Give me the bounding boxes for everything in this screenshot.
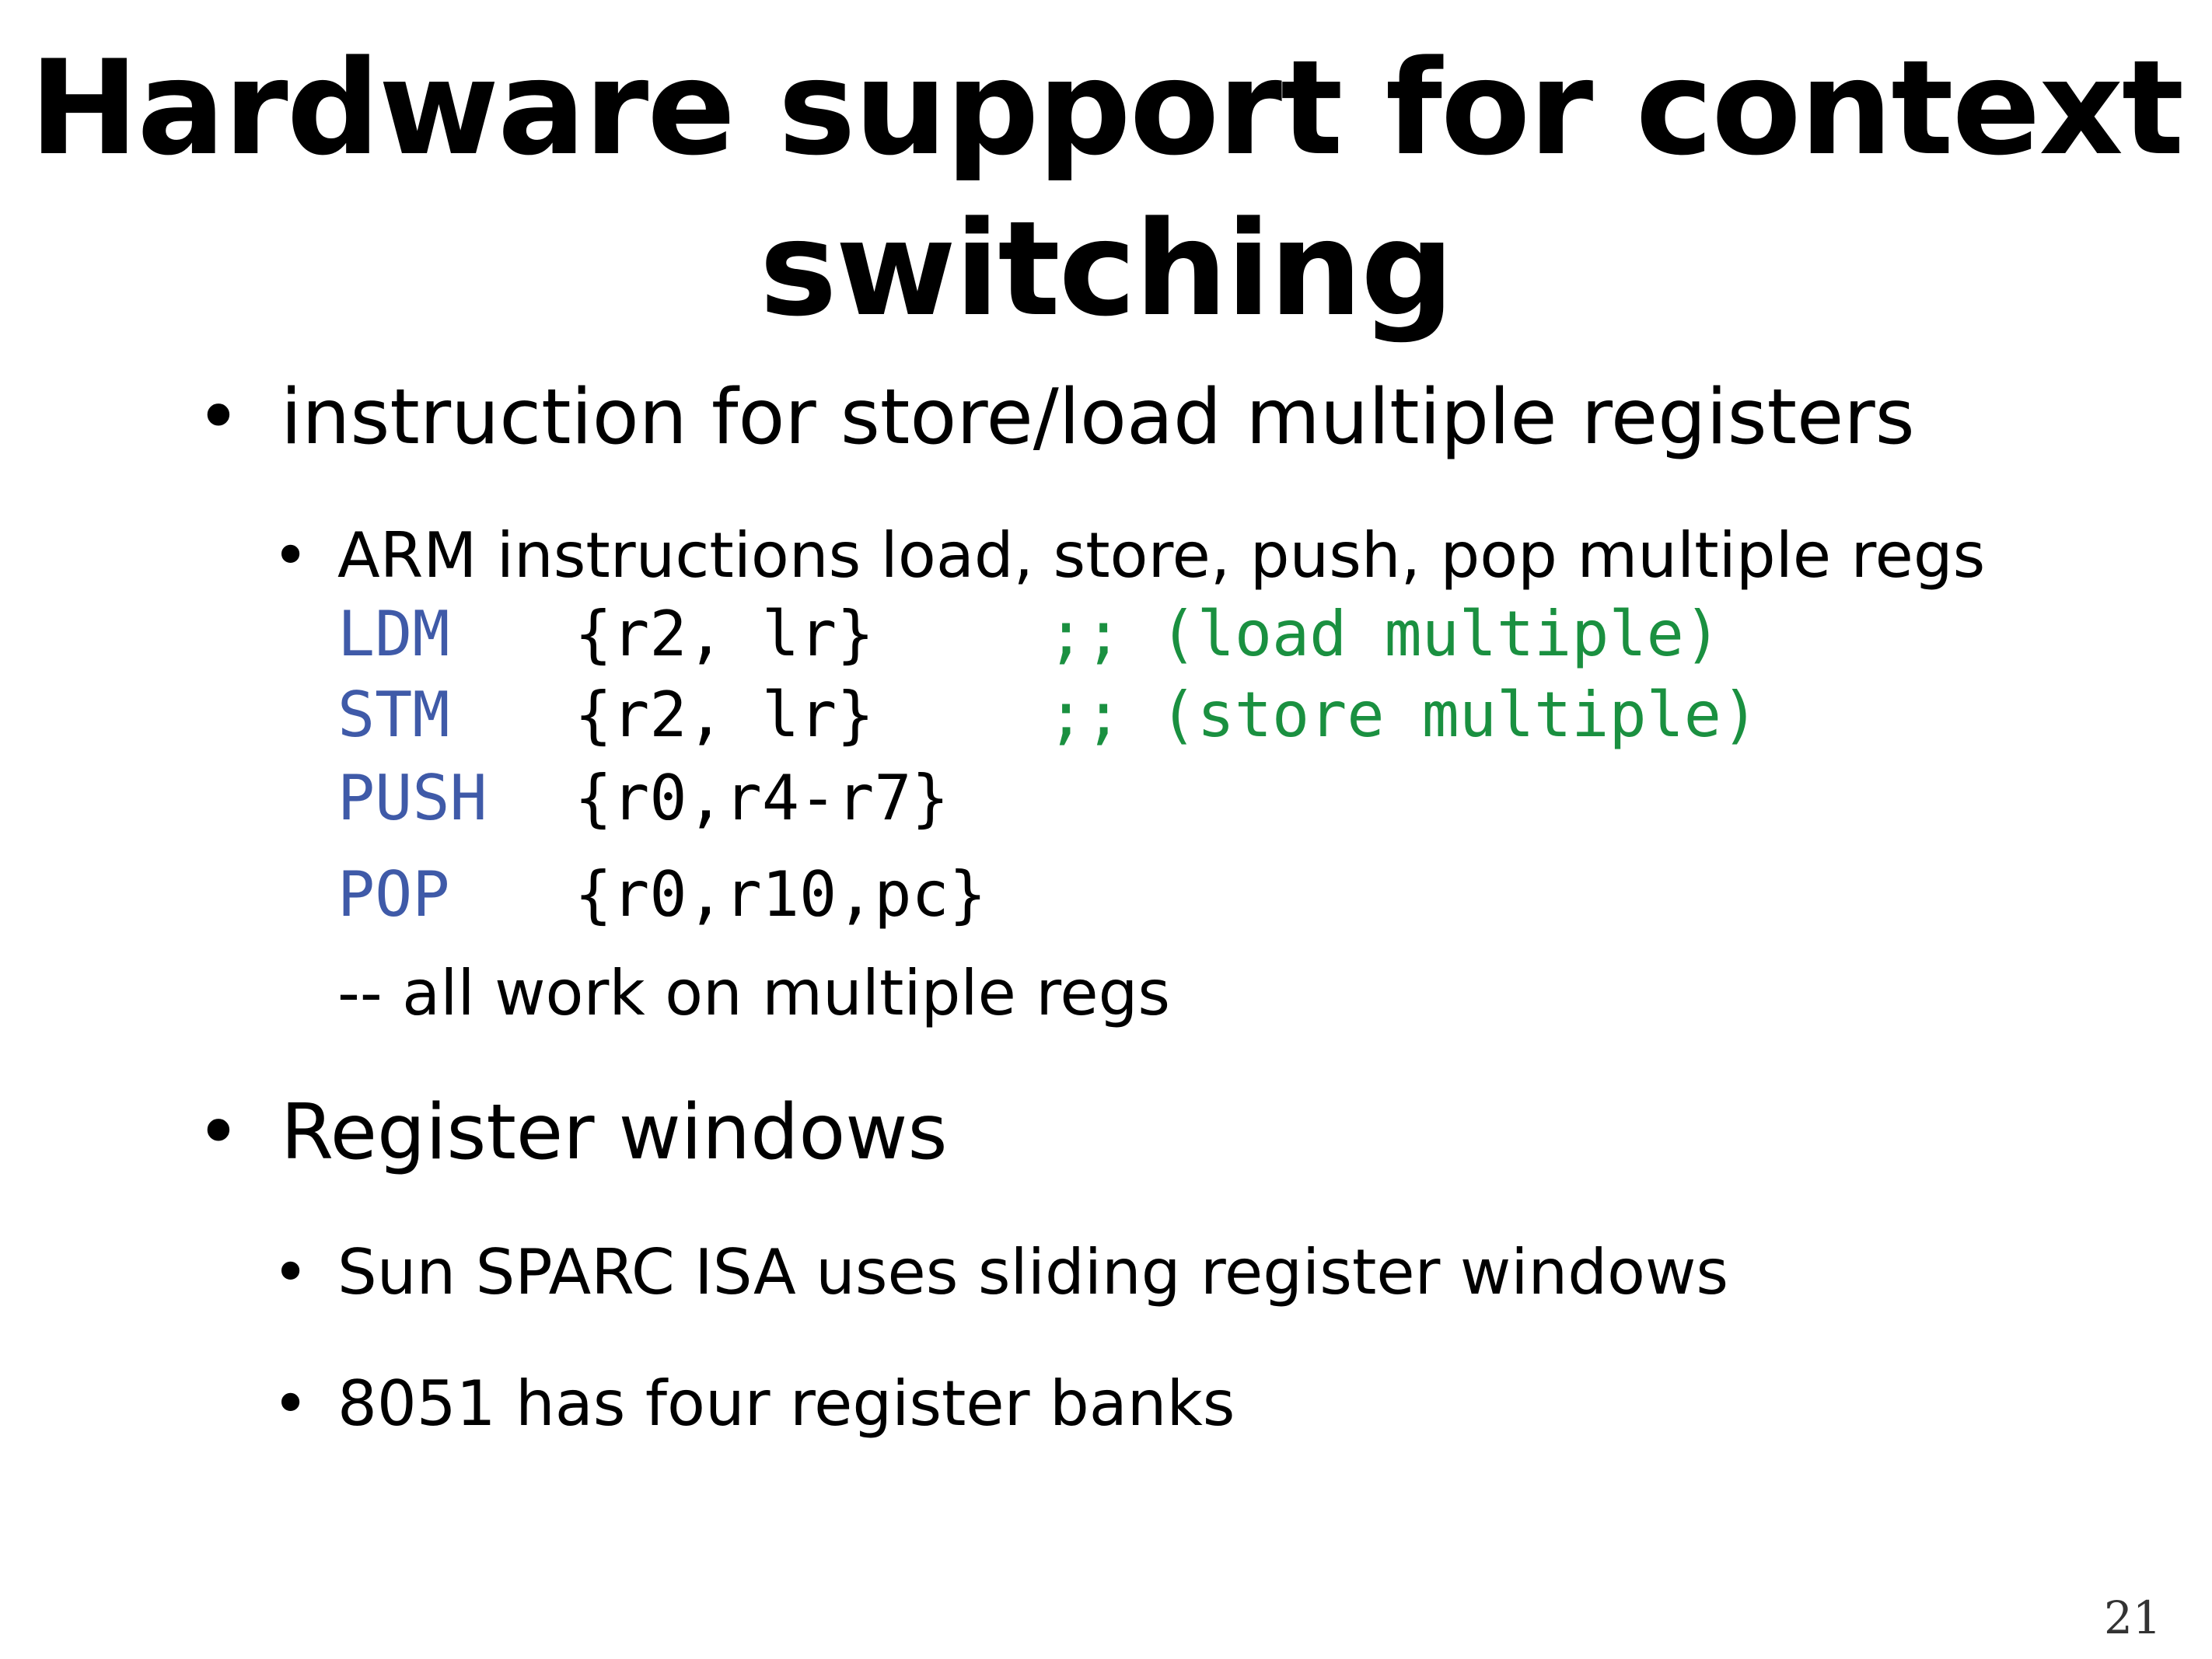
code-comment: ;; (store multiple) bbox=[1047, 679, 1759, 751]
code-op: PUSH bbox=[337, 762, 487, 834]
code-op: POP bbox=[337, 858, 450, 931]
code-note: -- all work on multiple regs bbox=[337, 957, 1171, 1029]
slide-title-line-2: switching bbox=[759, 193, 1455, 345]
bullet-icon: • bbox=[272, 1236, 309, 1308]
code-comment: ;; (load multiple) bbox=[1047, 598, 1721, 670]
code-args: {r2, lr} bbox=[575, 598, 875, 670]
bullet-icon: • bbox=[272, 1367, 309, 1440]
code-args: {r0,r10,pc} bbox=[575, 858, 987, 931]
code-op: LDM bbox=[337, 598, 450, 670]
sub-bullet-8051: 8051 has four register banks bbox=[337, 1367, 1235, 1440]
bullet-icon: • bbox=[196, 1088, 241, 1177]
bullet-register-windows: Register windows bbox=[281, 1088, 948, 1177]
page-number: 21 bbox=[2104, 1591, 2161, 1644]
bullet-icon: • bbox=[272, 519, 309, 592]
code-args: {r2, lr} bbox=[575, 679, 875, 751]
code-op: STM bbox=[337, 679, 450, 751]
bullet-icon: • bbox=[196, 373, 241, 462]
bullet-store-load: instruction for store/load multiple regi… bbox=[281, 373, 1915, 462]
slide-title-line-1: Hardware support for context bbox=[29, 32, 2184, 184]
sub-bullet-sparc: Sun SPARC ISA uses sliding register wind… bbox=[337, 1236, 1729, 1308]
code-args: {r0,r4-r7} bbox=[575, 762, 949, 834]
sub-bullet-arm: ARM instructions load, store, push, pop … bbox=[337, 519, 1986, 592]
